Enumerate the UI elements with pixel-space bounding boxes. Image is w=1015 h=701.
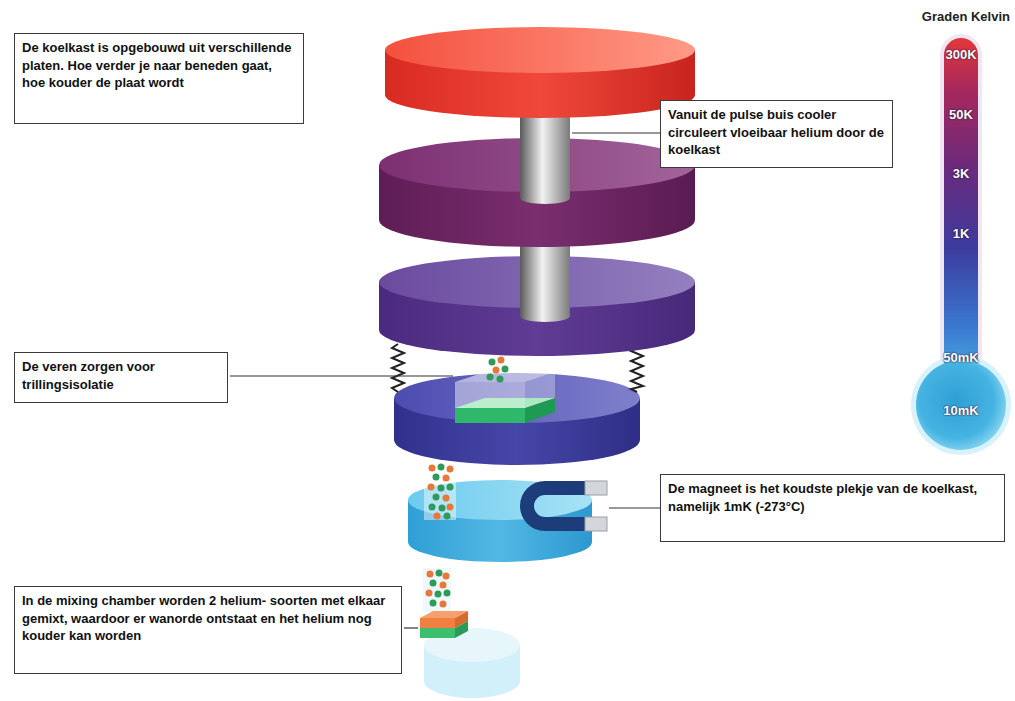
callout-box: De veren zorgen voor trillingsisolatie xyxy=(14,352,228,403)
helium-block xyxy=(455,357,555,424)
callout-text: De veren zorgen voor trillingsisolatie xyxy=(22,358,220,393)
plate-one xyxy=(385,27,695,118)
leader-lines xyxy=(230,133,660,628)
temperature-label: 1K xyxy=(953,226,970,241)
temperature-label: 50K xyxy=(949,107,973,122)
temperature-label: 300K xyxy=(945,47,976,62)
callout-box: Vanuit de pulse buis cooler circuleert v… xyxy=(660,100,893,168)
pulse-tube xyxy=(520,105,570,204)
temperature-label: 10mK xyxy=(943,403,978,418)
thermometer xyxy=(911,34,1011,455)
callout-box: De koelkast is opgebouwd uit verschillen… xyxy=(14,33,304,124)
callout-box: De magneet is het koudste plekje van de … xyxy=(660,474,1005,542)
callout-text: In de mixing chamber worden 2 helium- so… xyxy=(22,592,394,645)
callout-text: Vanuit de pulse buis cooler circuleert v… xyxy=(668,106,885,159)
helium-dots xyxy=(424,462,456,520)
magnet xyxy=(527,481,607,531)
callout-text: De koelkast is opgebouwd uit verschillen… xyxy=(22,39,296,92)
callout-box: In de mixing chamber worden 2 helium- so… xyxy=(14,586,402,674)
helium-dots xyxy=(423,568,451,612)
mixing-plate xyxy=(424,628,520,698)
temperature-label: 50mK xyxy=(943,350,978,365)
callout-text: De magneet is het koudste plekje van de … xyxy=(668,480,997,515)
mixing-block xyxy=(420,611,468,638)
temperature-label: 3K xyxy=(953,166,970,181)
plate-four xyxy=(394,373,640,465)
scale-title: Graden Kelvin xyxy=(922,9,1010,24)
